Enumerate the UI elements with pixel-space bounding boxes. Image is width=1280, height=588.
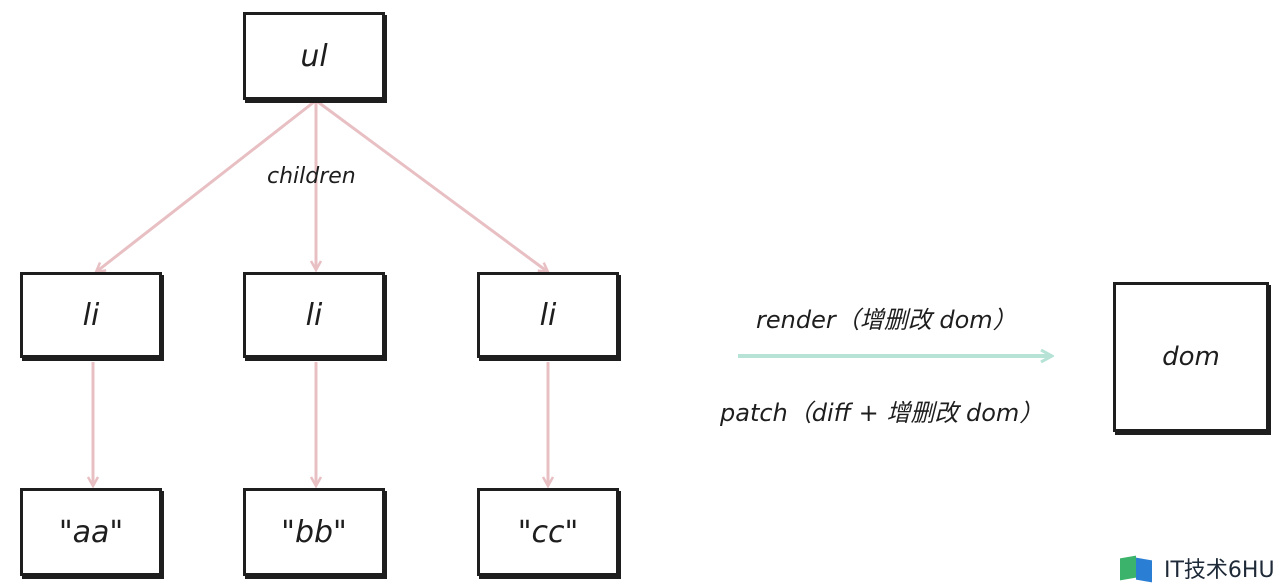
node-text-aa: "aa" — [20, 488, 162, 576]
watermark-text: IT技术6HU — [1164, 558, 1275, 583]
node-li-3-label: li — [539, 297, 557, 333]
node-dom-label: dom — [1162, 342, 1220, 372]
watermark: IT技术6HU — [1118, 552, 1275, 584]
node-li-1-label: li — [82, 297, 100, 333]
node-dom: dom — [1113, 282, 1269, 432]
node-ul-label: ul — [300, 38, 328, 74]
node-text-bb-label: "bb" — [281, 514, 347, 550]
node-ul: ul — [243, 12, 385, 100]
node-li-2: li — [243, 272, 385, 358]
render-label: render（增删改 dom） — [756, 306, 1017, 334]
edge-ul-li-3 — [317, 100, 548, 272]
patch-label: patch（diff + 增删改 dom） — [720, 399, 1044, 427]
edge-label-children: children — [267, 164, 356, 189]
node-text-cc: "cc" — [477, 488, 619, 576]
node-text-bb: "bb" — [243, 488, 385, 576]
node-li-1: li — [20, 272, 162, 358]
watermark-logo-icon — [1118, 553, 1158, 583]
node-li-3: li — [477, 272, 619, 358]
edge-ul-li-1 — [96, 100, 315, 272]
node-text-aa-label: "aa" — [58, 514, 124, 550]
node-li-2-label: li — [305, 297, 323, 333]
node-text-cc-label: "cc" — [517, 514, 579, 550]
